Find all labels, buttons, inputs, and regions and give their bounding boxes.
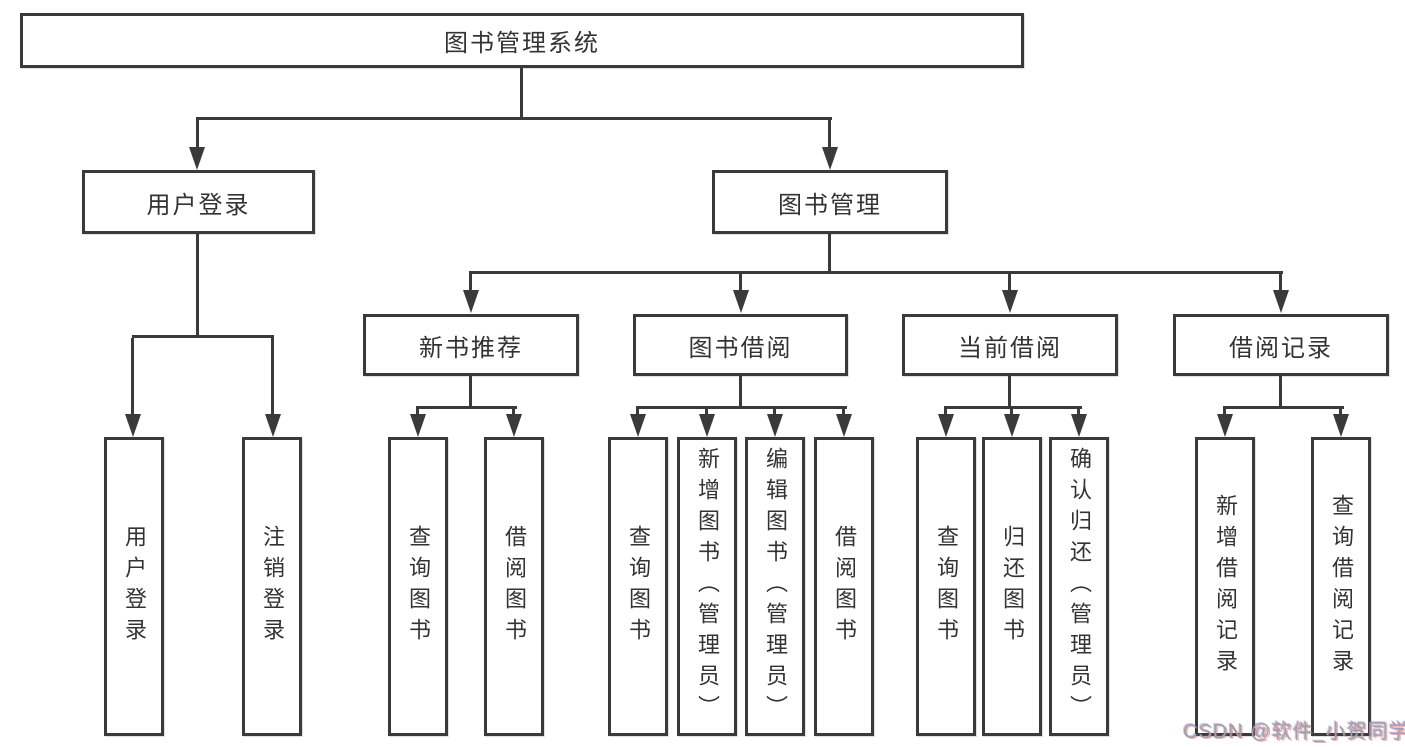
connector-user-login-stem: [196, 120, 199, 150]
leaf-query-borrow-record-label: 查询借阅记录: [1329, 493, 1354, 680]
connector-new-book-bar: [416, 406, 517, 409]
leaf-query-book-current: 查询图书: [916, 437, 976, 736]
node-current-borrowing: 当前借阅: [902, 314, 1118, 376]
connector-borrowing-records-bar: [1223, 406, 1344, 409]
leaf-logout-login-label: 注销登录: [260, 524, 285, 649]
node-current-borrowing-label: 当前借阅: [958, 334, 1062, 362]
connector-level3-bar: [469, 271, 1283, 274]
node-user-login: 用户登录: [82, 170, 315, 234]
arrowhead-leaf-query-book-current: [938, 414, 954, 437]
leaf-query-book-borrowing: 查询图书: [608, 437, 668, 736]
arrowhead-new-book-recommend: [463, 290, 479, 313]
leaf-logout-login: 注销登录: [242, 437, 302, 736]
node-new-book-recommend-label: 新书推荐: [419, 334, 523, 362]
arrowhead-leaf-add-borrow-record: [1217, 414, 1233, 437]
leaf-borrow-book-label: 借阅图书: [832, 524, 857, 649]
connector-book-borrowing-stem: [739, 274, 742, 294]
arrowhead-leaf-logout: [265, 414, 281, 437]
leaf-borrow-book: 借阅图书: [814, 437, 874, 736]
arrowhead-leaf-add-book: [699, 414, 715, 437]
connector-current-borrowing-trunk: [1008, 376, 1011, 409]
node-new-book-recommend: 新书推荐: [363, 314, 579, 376]
connector-level2-bar: [196, 117, 832, 120]
leaf-confirm-return-admin: 确认归还（管理员）: [1049, 437, 1109, 736]
csdn-watermark: CSDN @软件_小贺同学: [1183, 721, 1405, 743]
connector-user-login-bar: [132, 335, 274, 338]
arrowhead-leaf-query-borrow-record: [1333, 414, 1349, 437]
arrowhead-leaf-return-book: [1004, 414, 1020, 437]
leaf-return-book-label: 归还图书: [1000, 524, 1025, 649]
leaf-query-book-recommend: 查询图书: [388, 437, 448, 736]
connector-leaf-stem: [1077, 409, 1080, 417]
node-book-borrowing-label: 图书借阅: [688, 334, 793, 362]
connector-book-mgmt-stem: [828, 120, 831, 150]
node-book-management: 图书管理: [712, 170, 948, 234]
arrowhead-book-borrowing: [733, 290, 749, 313]
arrowhead-user-login: [189, 147, 205, 170]
connector-leaf-user-login-stem: [131, 338, 134, 416]
connector-current-borrowing-bar: [944, 406, 1082, 409]
arrowhead-leaf-borrow-book: [836, 414, 852, 437]
leaf-return-book: 归还图书: [982, 437, 1042, 736]
node-user-login-label: 用户登录: [146, 191, 251, 219]
node-book-borrowing: 图书借阅: [633, 314, 848, 376]
connector-leaf-stem: [512, 409, 515, 417]
arrowhead-leaf-query-book-borrowing: [630, 414, 646, 437]
connector-new-book-trunk: [469, 376, 472, 409]
connector-root-trunk: [520, 68, 523, 120]
leaf-borrow-book-recommend: 借阅图书: [484, 437, 544, 736]
connector-leaf-stem: [842, 409, 845, 417]
connector-book-borrowing-bar: [636, 406, 847, 409]
arrowhead-book-mgmt: [822, 147, 838, 170]
arrowhead-borrowing-records: [1273, 290, 1289, 313]
arrowhead-leaf-borrow-book-recommend: [506, 414, 522, 437]
connector-leaf-stem: [773, 409, 776, 417]
arrowhead-current-borrowing: [1002, 290, 1018, 313]
connector-user-login-trunk: [196, 234, 199, 337]
connector-leaf-stem: [416, 409, 419, 417]
connector-book-borrowing-trunk: [739, 376, 742, 409]
arrowhead-leaf-confirm-return: [1071, 414, 1087, 437]
connector-leaf-stem: [944, 409, 947, 417]
leaf-add-book-admin-label: 新增图书（管理员）: [695, 447, 720, 726]
leaf-add-borrow-record-label: 新增借阅记录: [1213, 493, 1238, 680]
leaf-add-book-admin: 新增图书（管理员）: [677, 437, 737, 736]
node-book-management-label: 图书管理: [778, 191, 882, 219]
leaf-confirm-return-admin-label: 确认归还（管理员）: [1067, 447, 1092, 726]
arrowhead-leaf-query-book-recommend: [410, 414, 426, 437]
connector-leaf-stem: [1223, 409, 1226, 417]
connector-borrowing-records-trunk: [1279, 376, 1282, 409]
leaf-query-book-recommend-label: 查询图书: [406, 524, 431, 649]
connector-new-book-stem: [469, 274, 472, 294]
arrowhead-leaf-user-login: [125, 414, 141, 437]
connector-leaf-stem: [705, 409, 708, 417]
leaf-query-book-borrowing-label: 查询图书: [626, 524, 651, 649]
connector-leaf-stem: [636, 409, 639, 417]
arrowhead-leaf-edit-book: [767, 414, 783, 437]
leaf-user-login-label: 用户登录: [122, 524, 147, 649]
node-root-label: 图书管理系统: [444, 30, 600, 57]
connector-leaf-logout-stem: [271, 338, 274, 416]
leaf-edit-book-admin-label: 编辑图书（管理员）: [763, 447, 788, 726]
leaf-edit-book-admin: 编辑图书（管理员）: [745, 437, 805, 736]
connector-book-mgmt-trunk: [828, 234, 831, 274]
connector-current-borrowing-stem: [1008, 274, 1011, 294]
leaf-query-book-current-label: 查询图书: [934, 524, 959, 649]
leaf-add-borrow-record: 新增借阅记录: [1195, 437, 1255, 736]
node-borrowing-records-label: 借阅记录: [1229, 334, 1333, 362]
leaf-user-login: 用户登录: [104, 437, 164, 736]
connector-leaf-stem: [1339, 409, 1342, 417]
connector-borrowing-records-stem: [1279, 274, 1282, 294]
node-borrowing-records: 借阅记录: [1173, 314, 1389, 376]
node-root: 图书管理系统: [20, 13, 1024, 68]
connector-leaf-stem: [1010, 409, 1013, 417]
leaf-query-borrow-record: 查询借阅记录: [1311, 437, 1371, 736]
leaf-borrow-book-recommend-label: 借阅图书: [502, 524, 527, 649]
